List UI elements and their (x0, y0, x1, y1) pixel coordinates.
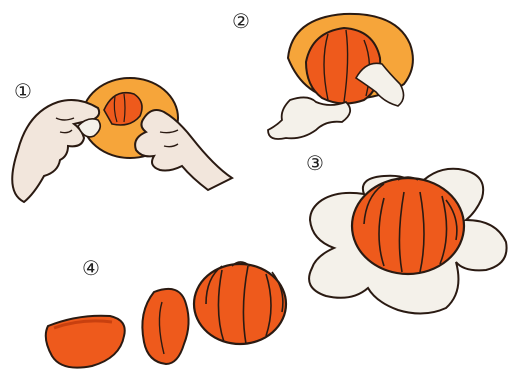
step-1-hands-peeling (12, 78, 232, 202)
step-4-segments (46, 262, 286, 368)
step-4-segment-standing (142, 289, 188, 364)
step-1-right-hand (135, 110, 232, 190)
step-3-fully-peeled (309, 169, 507, 314)
step-1-left-hand (12, 100, 99, 202)
step-4-remaining-fruit (194, 264, 286, 344)
step-2-peel-partly-removed (268, 14, 413, 139)
step-2-peel-petals (268, 97, 350, 139)
step-4-segment-lying (46, 316, 125, 368)
